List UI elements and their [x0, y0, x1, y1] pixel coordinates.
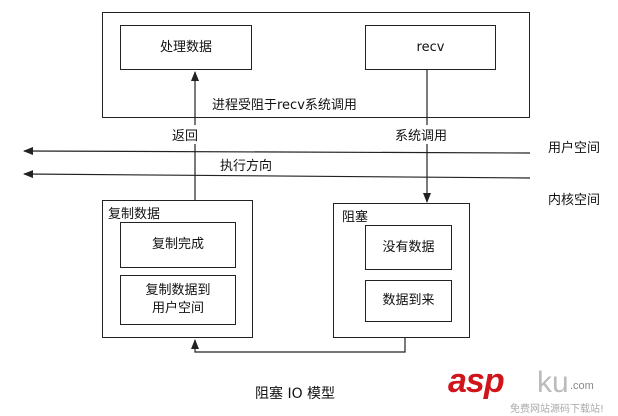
data-arrived-box: 数据到来 [365, 280, 452, 322]
execution-direction-label: 执行方向 [220, 159, 273, 174]
no-data-box: 没有数据 [365, 225, 452, 270]
user-space-label: 用户空间 [548, 141, 601, 156]
blocked-title: 阻塞 [342, 210, 369, 225]
diagram-caption: 阻塞 IO 模型 [255, 386, 336, 402]
process-box [102, 12, 530, 118]
copy-complete-box: 复制完成 [120, 222, 236, 268]
process-blocked-caption: 进程受阻于recv系统调用 [212, 98, 357, 113]
recv-box: recv [365, 25, 496, 70]
data-copy-arrow [191, 338, 406, 353]
kernel-space-line [23, 170, 531, 179]
process-data-box: 处理数据 [120, 25, 252, 70]
copy-data-title: 复制数据 [108, 207, 161, 222]
return-label: 返回 [172, 125, 199, 144]
copy-to-user-box: 复制数据到 用户空间 [120, 275, 236, 325]
kernel-space-label: 内核空间 [548, 193, 601, 208]
user-space-line [23, 147, 531, 156]
syscall-label: 系统调用 [395, 125, 448, 144]
